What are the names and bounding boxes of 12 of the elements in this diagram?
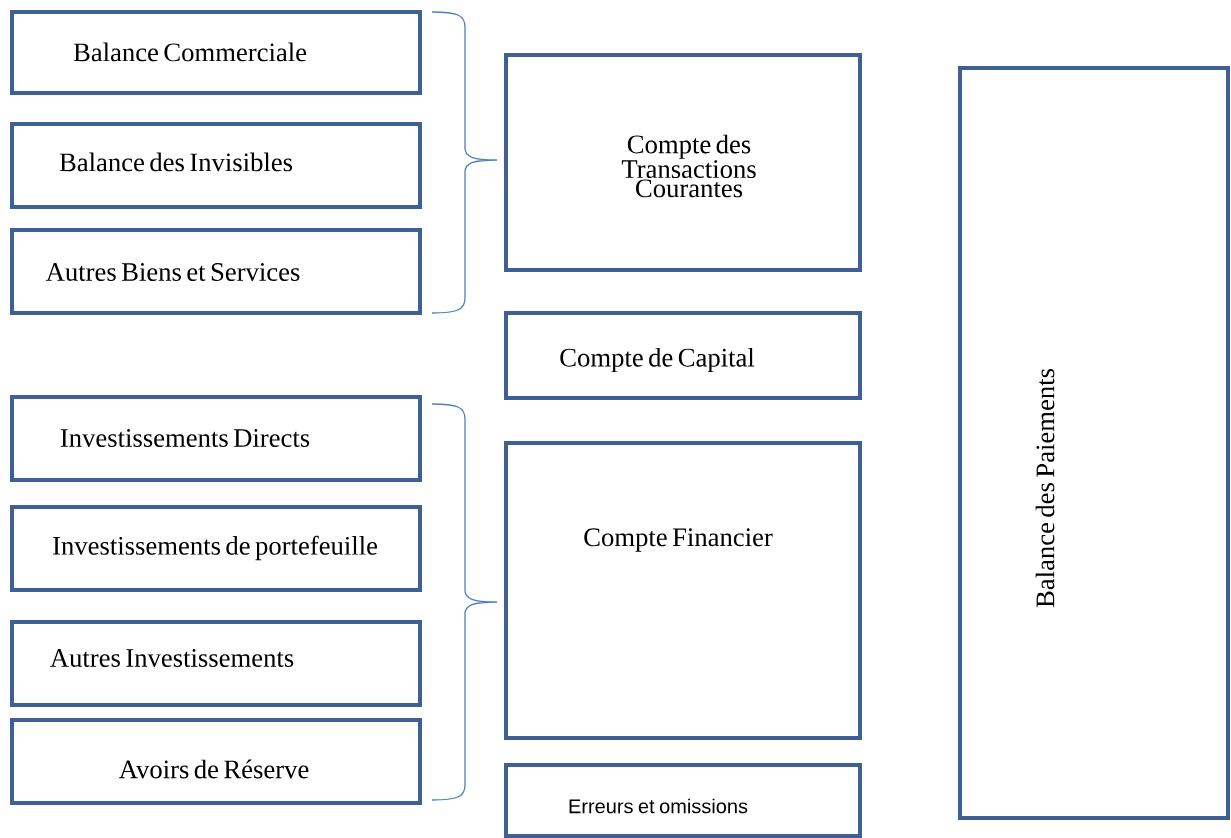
- text-box: Compte des Transactions Courantes: [504, 53, 862, 272]
- text-box: Autres Biens et Services: [10, 228, 422, 315]
- text-box: Balance Commerciale: [10, 10, 422, 95]
- text-box: Compte de Capital: [504, 311, 862, 400]
- text-box: Balance des Invisibles: [10, 122, 422, 209]
- text-box: Compte Financier: [504, 441, 862, 740]
- text-box: Autres Investissements: [10, 620, 422, 707]
- text-box: Balance des Paiements: [958, 66, 1230, 820]
- text-box: Erreurs et omissions: [504, 763, 862, 838]
- text-box: Avoirs de Réserve: [10, 718, 422, 805]
- text-box: Investissements Directs: [10, 395, 422, 482]
- text-box: Investissements de portefeuille: [10, 505, 422, 592]
